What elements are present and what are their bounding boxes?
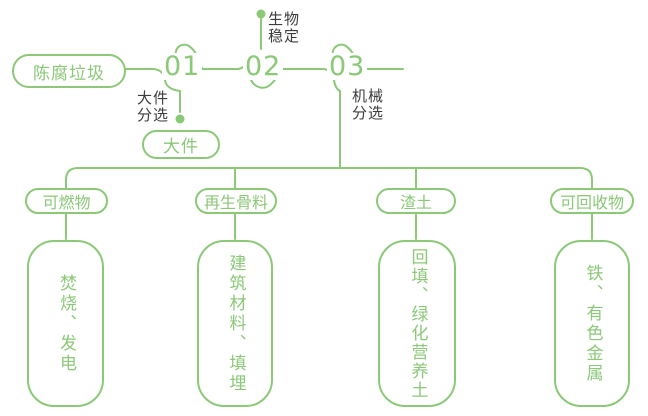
branch-label: 可燃物 <box>42 193 91 212</box>
result-text: 回填、绿化营养土 <box>407 247 428 400</box>
branch-pill-recycled-aggregate: 再生骨料 <box>195 188 277 214</box>
dot-bulky <box>175 114 185 124</box>
branch-pill-slag-soil: 渣土 <box>376 188 456 214</box>
branch-label: 可回收物 <box>559 193 624 212</box>
branch-pill-combustibles: 可燃物 <box>25 188 108 214</box>
step-annotation-bio-stabilization: 生物 稳定 <box>268 10 301 45</box>
result-box-backfill: 回填、绿化营养土 <box>378 240 456 407</box>
dot-bio <box>256 9 266 19</box>
line-03-descent <box>321 68 341 169</box>
result-text: 铁、有色金属 <box>582 263 603 384</box>
step-number-01: 01 <box>162 51 203 82</box>
result-box-building-materials: 建筑材料、填埋 <box>197 240 273 407</box>
result-box-metals: 铁、有色金属 <box>554 240 630 407</box>
step-number-02: 02 <box>243 51 284 82</box>
branch-label: 渣土 <box>399 193 432 212</box>
branch-label: 再生骨料 <box>203 193 268 212</box>
branch-pill-recyclables: 可回收物 <box>550 188 634 214</box>
step-annotation-mechanical-sorting: 机械 分选 <box>352 87 385 122</box>
bulky-output-label: 大件 <box>163 137 199 157</box>
source-label: 陈腐垃圾 <box>33 63 105 84</box>
bulky-output-node: 大件 <box>142 130 220 159</box>
source-node: 陈腐垃圾 <box>12 54 126 88</box>
step-annotation-bulky-sorting: 大件 分选 <box>137 89 170 124</box>
line-01-drop <box>151 68 181 113</box>
result-box-incineration: 焚烧、发电 <box>27 240 104 407</box>
result-text: 建筑材料、填埋 <box>225 253 246 394</box>
result-text: 焚烧、发电 <box>56 273 76 374</box>
step-number-03: 03 <box>327 51 368 82</box>
branch-bar <box>65 167 593 190</box>
